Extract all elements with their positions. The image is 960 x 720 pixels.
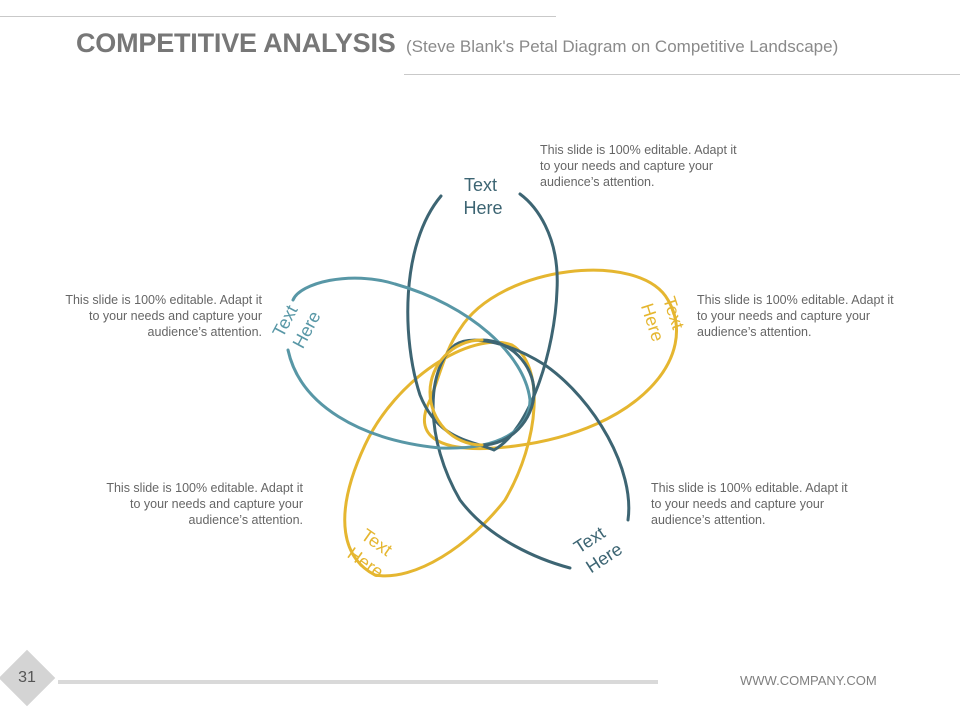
petal-label-top-line1: Text [464, 175, 497, 195]
petal-label-right: Text Here [637, 294, 690, 344]
petal-outline-upper-left [286, 276, 532, 450]
caption-upper-right: This slide is 100% editable. Adapt it to… [697, 293, 894, 339]
footer-bar [58, 680, 658, 684]
caption-upper-left: This slide is 100% editable. Adapt it to… [65, 293, 262, 339]
title-subtitle: (Steve Blank's Petal Diagram on Competit… [406, 37, 839, 56]
petal-outline-right [423, 268, 678, 450]
petal-label-lower-right: Text Here [570, 520, 626, 577]
page-number: 31 [18, 669, 36, 686]
petal-center-circle-teal [480, 338, 536, 447]
petal-label-top-line2: Here [463, 198, 502, 218]
page-title: COMPETITIVE ANALYSIS (Steve Blank's Peta… [76, 28, 838, 59]
petal-outline-lower-left [343, 340, 536, 578]
title-main: COMPETITIVE ANALYSIS [76, 28, 396, 58]
petal-label-upper-left: Text Here [268, 297, 324, 352]
petal-label-top: Text Here [463, 175, 502, 218]
petal-outline-top [406, 192, 559, 452]
caption-top: This slide is 100% editable. Adapt it to… [540, 143, 737, 189]
petal-label-lower-left: Text Here [344, 524, 401, 582]
caption-lower-right: This slide is 100% editable. Adapt it to… [651, 481, 848, 527]
caption-lower-left: This slide is 100% editable. Adapt it to… [106, 481, 303, 527]
footer-url: WWW.COMPANY.COM [740, 673, 877, 688]
header-rule-bottom [404, 74, 960, 75]
petal-center-circle-gold [428, 338, 484, 447]
header-rule-top [0, 16, 556, 17]
